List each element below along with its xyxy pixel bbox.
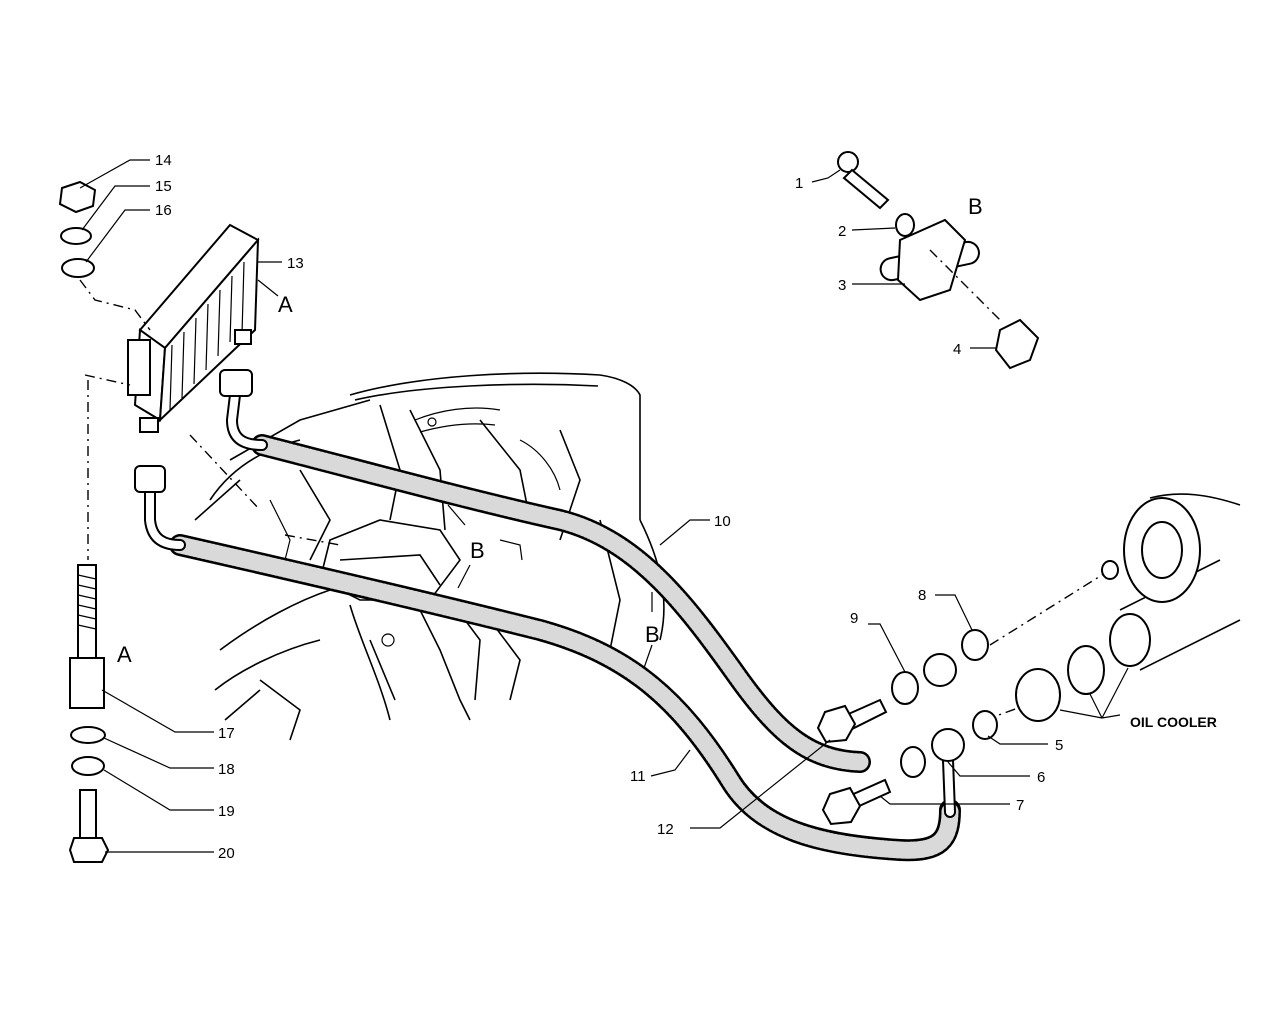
- bolt-head-7: [821, 786, 862, 826]
- view-b-hose: B: [645, 622, 660, 647]
- callout-10: 10: [714, 513, 731, 530]
- callout-20: 20: [218, 845, 235, 862]
- callout-18: 18: [218, 761, 235, 778]
- callout-3: 3: [838, 277, 846, 294]
- callout-16: 16: [155, 202, 172, 219]
- callout-9: 9: [850, 610, 858, 627]
- banjo-lower: [931, 728, 965, 762]
- callout-1: 1: [795, 175, 803, 192]
- view-arrows: [257, 279, 653, 669]
- cooler-lower-stud: [139, 417, 159, 433]
- leader-lines: [79, 159, 1129, 853]
- parts-17-20: [68, 374, 131, 863]
- engine-washer: [1101, 560, 1119, 580]
- callout-7: 7: [1016, 797, 1024, 814]
- clamp-3: [896, 218, 967, 302]
- view-b-clamp: B: [968, 194, 983, 219]
- cooler-pipes: [134, 369, 956, 818]
- callout-4: 4: [953, 341, 961, 358]
- view-b-bay: B: [470, 538, 485, 563]
- washer-16: [61, 258, 95, 278]
- spacer-17: [69, 657, 105, 709]
- pulley-hub: [1141, 521, 1183, 579]
- hose-11: [169, 534, 961, 862]
- nut-14: [58, 180, 97, 214]
- parts-14-16: [58, 180, 151, 331]
- banjo-upper: [923, 653, 957, 687]
- view-a-stud: A: [117, 642, 132, 667]
- washer-15: [60, 227, 92, 245]
- callout-12: 12: [657, 821, 674, 838]
- callout-6: 6: [1037, 769, 1045, 786]
- stud: [77, 564, 97, 661]
- view-a-cooler: A: [278, 292, 293, 317]
- view-letters: A A B B B: [117, 194, 983, 667]
- bolt-head-12: [816, 704, 857, 744]
- oil-cooler-radiator: [127, 223, 260, 433]
- bolt-shank: [79, 789, 97, 839]
- callout-14: 14: [155, 152, 172, 169]
- sealing-ring: [1067, 645, 1105, 695]
- callout-19: 19: [218, 803, 235, 820]
- hose-10: [251, 434, 871, 773]
- bolt-20: [68, 837, 110, 863]
- callout-2: 2: [838, 223, 846, 240]
- lock-washer-2: [895, 213, 915, 237]
- washer-19: [71, 756, 105, 776]
- hose-fitting-lower: [134, 465, 166, 493]
- engine-bay-sketch: [194, 372, 665, 741]
- washer-9: [891, 671, 919, 705]
- washer-8: [961, 629, 989, 661]
- oil-cooler-note: OIL COOLER: [1130, 714, 1217, 730]
- washer-18: [70, 726, 106, 744]
- washer-5: [972, 710, 998, 740]
- threaded-port: [1109, 613, 1151, 667]
- adapter-plug: [1015, 668, 1061, 722]
- washer-6: [900, 746, 926, 778]
- screw-1: [842, 168, 890, 210]
- callout-labels: 14 15 16 13 17 18 19 20 1 2 3 4 9 8 5 6 …: [155, 152, 1063, 862]
- screw-head-1: [837, 151, 859, 173]
- parts-1-4: [837, 151, 1040, 370]
- hose-fitting-upper: [219, 369, 253, 397]
- callout-15: 15: [155, 178, 172, 195]
- cooler-end-tank: [127, 339, 151, 396]
- callout-11: 11: [630, 768, 646, 785]
- callout-17: 17: [218, 725, 235, 742]
- clip-4: [994, 318, 1040, 370]
- cooler-upper-stud: [234, 329, 252, 345]
- callout-5: 5: [1055, 737, 1063, 754]
- callout-13: 13: [287, 255, 304, 272]
- engine-fittings: [189, 434, 1241, 826]
- callout-8: 8: [918, 587, 926, 604]
